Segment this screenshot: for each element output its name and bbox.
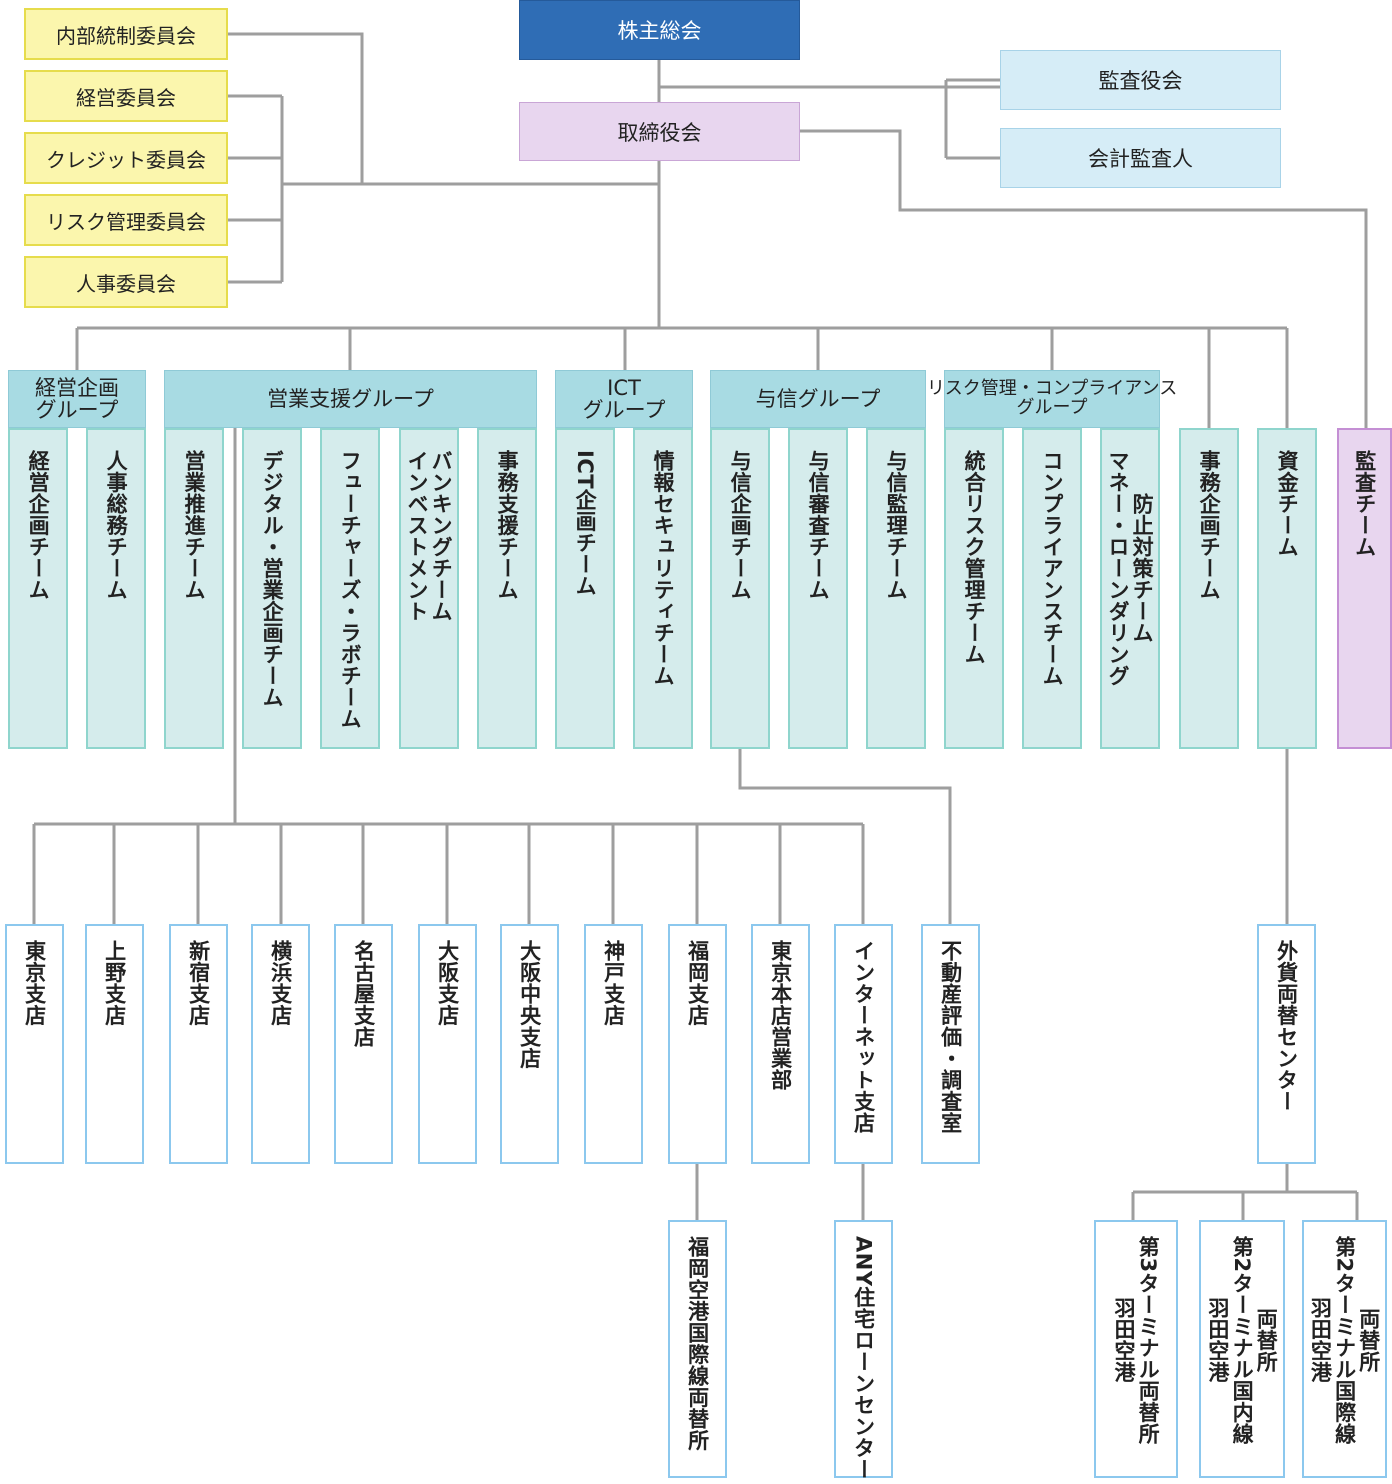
branch-label: 不動産評価・調査室 xyxy=(938,940,963,1134)
any-housing-loan-center: ANY住宅ローンセンター xyxy=(834,1220,893,1481)
team-compliance: コンプライアンスチーム xyxy=(1022,428,1082,749)
branch-tokyo-main-office: 東京本店営業部 xyxy=(751,924,810,1164)
group-ict: ICT グループ xyxy=(555,370,693,428)
team-office-planning: 事務企画チーム xyxy=(1179,428,1239,749)
committee-risk-management: リスク管理委員会 xyxy=(24,194,228,246)
team-label: 営業推進チーム xyxy=(182,450,207,601)
team-label: ICT企画チーム xyxy=(573,450,598,597)
branch-osaka: 大阪支店 xyxy=(418,924,477,1164)
branch-label: ANY住宅ローンセンター xyxy=(851,1236,876,1481)
team-label: デジタル・営業企画チーム xyxy=(260,450,285,708)
branch-internet: インターネット支店 xyxy=(834,924,893,1164)
team-label: 与信審査チーム xyxy=(806,450,831,601)
team-office-support: 事務支援チーム xyxy=(477,428,537,749)
team-futures-labo: フューチャーズ・ラボチーム xyxy=(320,428,380,749)
team-treasury: 資金チーム xyxy=(1257,428,1317,749)
branch-nagoya: 名古屋支店 xyxy=(334,924,393,1164)
team-aml: 防止対策チーム マネー・ローンダリング xyxy=(1100,428,1160,749)
group-credit: 与信グループ xyxy=(710,370,926,428)
team-label: 人事総務チーム xyxy=(104,450,129,601)
real-estate-appraisal-office: 不動産評価・調査室 xyxy=(921,924,980,1164)
team-label: 資金チーム xyxy=(1275,450,1300,558)
team-label: 情報セキュリティチーム xyxy=(651,450,676,687)
branch-label: 福岡支店 xyxy=(685,940,710,1026)
branch-label: 外貨両替センター xyxy=(1274,940,1299,1112)
branch-label: 両替所 第2ターミナル国内線 羽田空港 xyxy=(1205,1236,1279,1445)
fx-exchange-center: 外貨両替センター xyxy=(1257,924,1316,1164)
team-integrated-risk: 統合リスク管理チーム xyxy=(944,428,1004,749)
team-credit-supervision: 与信監理チーム xyxy=(866,428,926,749)
branch-kobe: 神戸支店 xyxy=(584,924,643,1164)
branch-label: 両替所 第2ターミナル国際線 羽田空港 xyxy=(1308,1236,1381,1445)
fukuoka-airport-exchange: 福岡空港国際線両替所 xyxy=(668,1220,727,1478)
team-label: コンプライアンスチーム xyxy=(1040,450,1065,687)
committee-internal-control: 内部統制委員会 xyxy=(24,8,228,60)
committee-credit: クレジット委員会 xyxy=(24,132,228,184)
branch-label: 大阪中央支店 xyxy=(517,940,542,1069)
branch-tokyo: 東京支店 xyxy=(5,924,64,1164)
team-banking-investment: バンキングチーム インベストメント xyxy=(399,428,459,749)
committee-hr: 人事委員会 xyxy=(24,256,228,308)
team-label: 与信監理チーム xyxy=(884,450,909,601)
team-management-planning: 経営企画チーム xyxy=(8,428,68,749)
team-label: 防止対策チーム マネー・ローンダリング xyxy=(1106,450,1155,687)
auditors-board-box: 監査役会 xyxy=(1000,50,1281,110)
branch-label: 大阪支店 xyxy=(435,940,460,1026)
team-audit: 監査チーム xyxy=(1337,428,1392,749)
team-label: バンキングチーム インベストメント xyxy=(405,450,454,622)
team-label: 監査チーム xyxy=(1352,450,1377,558)
branch-label: 第3ターミナル両替所 羽田空港 xyxy=(1112,1236,1161,1445)
accounting-auditor-box: 会計監査人 xyxy=(1000,128,1281,188)
team-sales-promotion: 営業推進チーム xyxy=(164,428,224,749)
team-digital-sales-planning: デジタル・営業企画チーム xyxy=(242,428,302,749)
team-label: 事務支援チーム xyxy=(495,450,520,601)
branch-yokohama: 横浜支店 xyxy=(251,924,310,1164)
branch-fukuoka: 福岡支店 xyxy=(668,924,727,1164)
team-label: 統合リスク管理チーム xyxy=(962,450,987,665)
branch-label: 横浜支店 xyxy=(268,940,293,1026)
branch-label: 神戸支店 xyxy=(601,940,626,1026)
team-label: 経営企画チーム xyxy=(26,450,51,601)
branch-osaka-chuo: 大阪中央支店 xyxy=(500,924,559,1164)
team-credit-planning: 与信企画チーム xyxy=(710,428,770,749)
team-label: フューチャーズ・ラボチーム xyxy=(338,450,363,730)
group-management-planning: 経営企画 グループ xyxy=(8,370,146,428)
team-hr-general-affairs: 人事総務チーム xyxy=(86,428,146,749)
branch-ueno: 上野支店 xyxy=(85,924,144,1164)
haneda-t2-international-exchange: 両替所 第2ターミナル国際線 羽田空港 xyxy=(1302,1220,1387,1478)
shareholders-meeting-box: 株主総会 xyxy=(519,0,800,60)
branch-shinjuku: 新宿支店 xyxy=(169,924,228,1164)
haneda-t3-exchange: 第3ターミナル両替所 羽田空港 xyxy=(1094,1220,1178,1478)
group-sales-support: 営業支援グループ xyxy=(164,370,537,428)
team-label: 事務企画チーム xyxy=(1197,450,1222,601)
team-credit-review: 与信審査チーム xyxy=(788,428,848,749)
branch-label: 東京支店 xyxy=(22,940,47,1026)
board-of-directors-box: 取締役会 xyxy=(519,102,800,161)
branch-label: 東京本店営業部 xyxy=(768,940,793,1091)
haneda-t2-domestic-exchange: 両替所 第2ターミナル国内線 羽田空港 xyxy=(1199,1220,1285,1478)
branch-label: 福岡空港国際線両替所 xyxy=(685,1236,710,1451)
branch-label: 名古屋支店 xyxy=(351,940,376,1048)
group-risk-compliance: リスク管理・コンプライアンス グループ xyxy=(927,370,1177,428)
branch-label: インターネット支店 xyxy=(851,940,876,1134)
branch-label: 新宿支店 xyxy=(186,940,211,1026)
branch-label: 上野支店 xyxy=(102,940,127,1026)
team-ict-planning: ICT企画チーム xyxy=(555,428,615,749)
committee-management: 経営委員会 xyxy=(24,70,228,122)
team-label: 与信企画チーム xyxy=(728,450,753,601)
team-info-security: 情報セキュリティチーム xyxy=(633,428,693,749)
